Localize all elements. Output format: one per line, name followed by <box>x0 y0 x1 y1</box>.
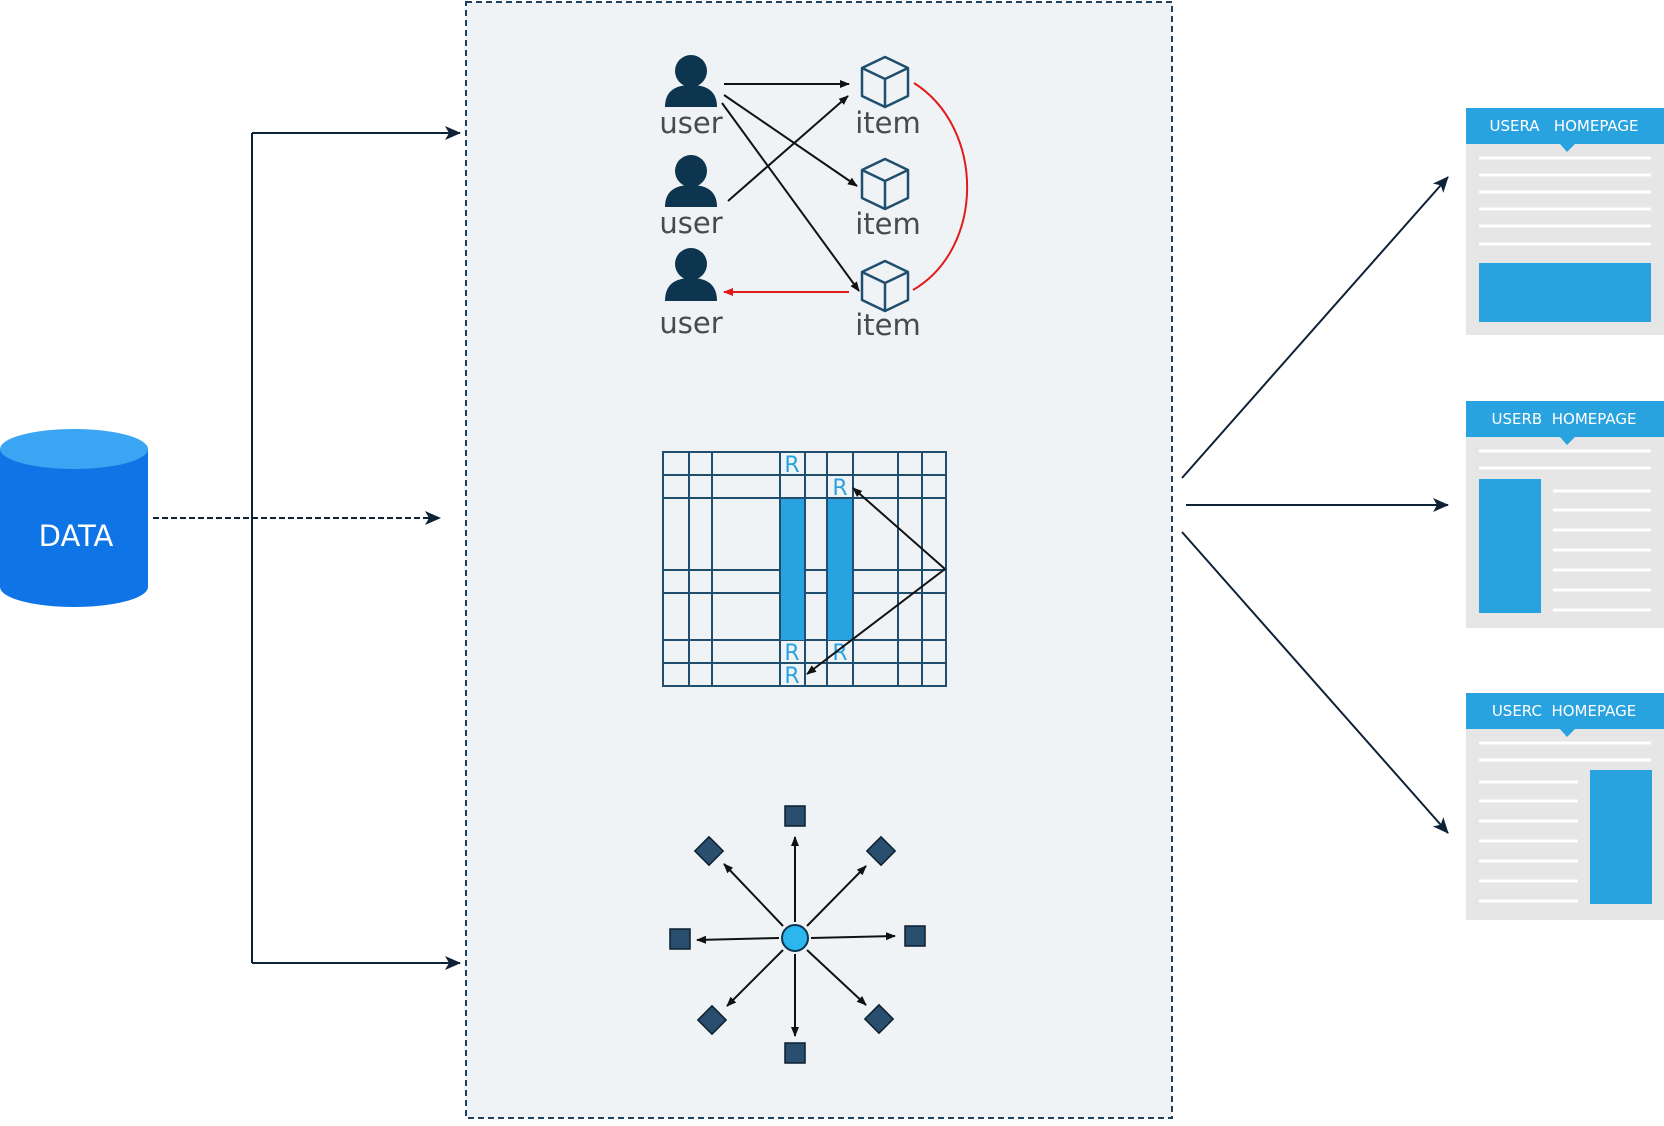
homepage-title: USERA HOMEPAGE <box>1489 117 1638 135</box>
item-label: item <box>855 207 921 241</box>
homepage-card-a: USERA HOMEPAGE <box>1466 108 1664 335</box>
neighbor-node <box>784 805 806 827</box>
item-cube-icon <box>860 157 910 211</box>
item-cube-icon <box>860 259 910 313</box>
rating-matrix: R R R R R <box>662 451 947 689</box>
embedding-radial <box>669 805 926 1064</box>
homepage-card-c: USERC HOMEPAGE <box>1466 693 1664 920</box>
neighbor-node <box>784 1042 806 1064</box>
content-block <box>1479 263 1651 322</box>
output-connectors <box>1181 176 1449 834</box>
homepage-title: USERC HOMEPAGE <box>1492 702 1636 720</box>
neighbor-node <box>696 1004 728 1036</box>
database-label: DATA <box>39 519 114 553</box>
neighbor-node <box>693 835 725 867</box>
highlighted-column <box>828 499 852 640</box>
rating-mark: R <box>784 664 799 689</box>
user-icon <box>665 248 717 301</box>
rating-mark: R <box>784 641 799 666</box>
interaction-edges <box>721 80 860 292</box>
item-label: item <box>855 106 921 140</box>
neighbor-node <box>865 835 897 867</box>
item-similarity-arc <box>912 82 968 291</box>
rating-mark: R <box>832 641 847 666</box>
rating-mark: R <box>784 453 799 478</box>
center-node <box>781 924 809 952</box>
user-label: user <box>659 106 722 140</box>
user-label: user <box>659 306 722 340</box>
highlighted-column <box>781 499 804 640</box>
homepage-card-b: USERB HOMEPAGE <box>1466 401 1664 628</box>
input-connectors <box>153 126 461 970</box>
user-icon <box>665 155 717 207</box>
user-label: user <box>659 206 722 240</box>
item-label: item <box>855 308 921 342</box>
neighbor-node <box>669 928 691 950</box>
content-block <box>1590 770 1652 904</box>
user-item-graph: user user user item item item <box>659 55 968 342</box>
neighbor-node <box>904 925 926 947</box>
model-panel <box>465 1 1173 1119</box>
homepage-title: USERB HOMEPAGE <box>1492 410 1637 428</box>
neighbor-node <box>863 1003 895 1035</box>
user-icon <box>665 55 717 107</box>
rating-mark: R <box>832 476 847 501</box>
data-database: DATA <box>0 429 148 607</box>
content-block <box>1479 479 1541 613</box>
item-cube-icon <box>860 55 910 109</box>
